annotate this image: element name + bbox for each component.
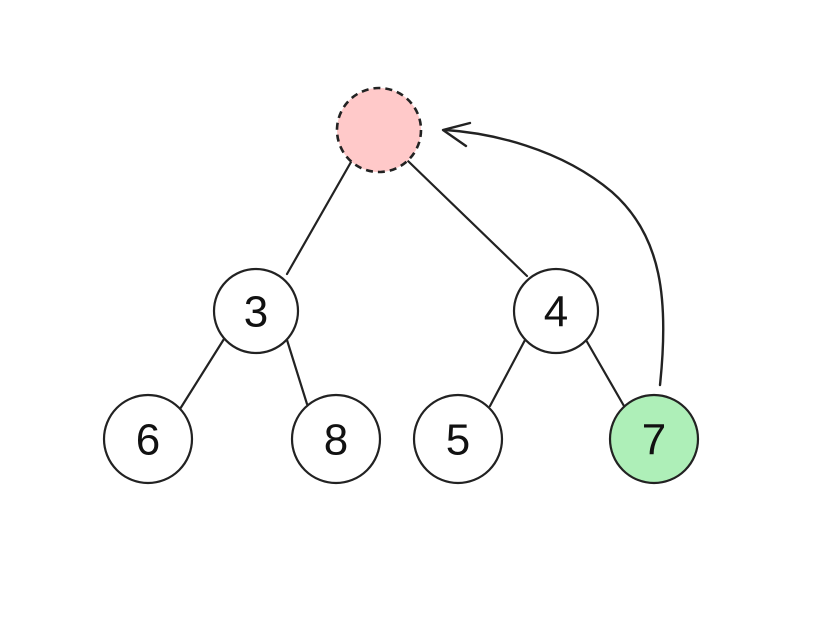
node-7-label: 7 [642,416,666,465]
edge-root-to-4 [406,159,529,278]
node-8-circle[interactable] [290,393,382,485]
node-4-circle[interactable] [512,267,600,355]
node-3-circle[interactable] [212,267,300,355]
pointer-arrow-curve [444,128,665,387]
tree-node-3[interactable]: 3 [212,267,300,355]
edge-4-to-7 [584,338,626,408]
tree-node-5[interactable]: 5 [412,393,504,485]
node-6-circle[interactable] [102,393,194,485]
tree-node-8[interactable]: 8 [290,393,382,485]
edge-3-to-8 [285,338,309,406]
tree-node-4[interactable]: 4 [512,267,600,355]
node-group: 3 4 6 8 5 7 [102,86,700,485]
node-root-circle[interactable] [335,86,423,174]
node-4-label: 4 [544,288,568,337]
node-6-label: 6 [136,416,160,465]
node-5-circle[interactable] [412,393,504,485]
edge-root-to-3 [285,160,353,276]
node-5-label: 5 [446,416,470,465]
pointer-arrow-group [441,121,665,387]
node-3-label: 3 [244,288,268,337]
tree-node-7[interactable]: 7 [608,393,700,485]
edge-3-to-6 [178,337,226,411]
node-7-circle[interactable] [608,393,700,485]
tree-node-root[interactable] [335,86,423,174]
node-8-label: 8 [324,416,348,465]
pointer-arrow-head-icon [441,121,472,148]
edge-4-to-5 [488,338,527,408]
edge-group [178,159,626,411]
tree-node-6[interactable]: 6 [102,393,194,485]
